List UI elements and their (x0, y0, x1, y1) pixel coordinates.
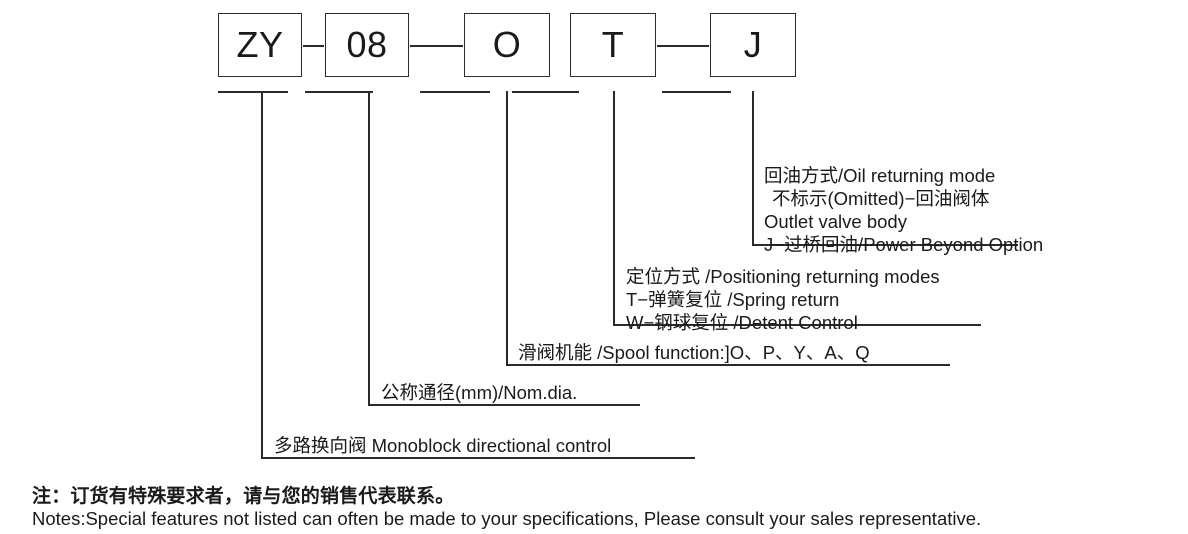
leader-line-series (261, 91, 263, 458)
underline-spool-function (506, 364, 950, 366)
annotation-monoblock-directional-control: 多路换向阀 Monoblock directional control (274, 434, 611, 457)
leader-line-spool-function (506, 91, 508, 365)
tick-bar-nominal-diameter (305, 91, 373, 93)
connector-dash-2 (410, 45, 463, 47)
underline-nominal-diameter (368, 404, 640, 406)
annotation-positioning-line-3: W−钢球复位 /Detent Control (626, 312, 858, 333)
annotation-oil-returning-mode-line-3: Outlet valve body (764, 211, 907, 232)
connector-dash-3 (657, 45, 709, 47)
note-english: Notes:Special features not listed can of… (32, 508, 982, 529)
leader-line-oil-return-mode (752, 91, 754, 245)
annotation-oil-returning-mode-line-1: 回油方式/Oil returning mode (764, 165, 996, 186)
code-box-series: ZY (218, 13, 302, 77)
connector-dash-1 (303, 45, 324, 47)
underline-monoblock (261, 457, 695, 459)
tick-bar-oil-return-mode (662, 91, 731, 93)
annotation-oil-returning-mode: 回油方式/Oil returning mode 不标示(Omitted)−回油阀… (764, 164, 1043, 256)
annotation-spool-function: 滑阀机能 /Spool function:]O、P、Y、A、Q (518, 341, 870, 364)
tick-bar-spool-function (420, 91, 490, 93)
code-box-nominal-diameter: 08 (325, 13, 409, 77)
annotation-nominal-diameter-line-1: 公称通径(mm)/Nom.dia. (381, 382, 578, 403)
annotation-positioning-line-1: 定位方式 /Positioning returning modes (626, 266, 940, 287)
tick-bar-positioning-mode (512, 91, 579, 93)
annotation-monoblock-line-1: 多路换向阀 Monoblock directional control (274, 435, 612, 456)
annotation-positioning-returning-modes: 定位方式 /Positioning returning modes T−弹簧复位… (626, 265, 940, 334)
leader-line-positioning-mode (613, 91, 615, 325)
annotation-oil-returning-mode-line-2: 不标示(Omitted)−回油阀体 (772, 188, 990, 209)
annotation-spool-function-line-1: 滑阀机能 /Spool function:]O、P、Y、A、Q (518, 342, 870, 363)
annotation-oil-returning-mode-line-4: J−过桥回油/Power Beyond Option (764, 234, 1044, 255)
code-box-positioning-mode: T (570, 13, 656, 77)
leader-line-nominal-diameter (368, 91, 370, 405)
note-chinese: 注：订货有特殊要求者，请与您的销售代表联系。 (32, 486, 455, 507)
tick-bar-series (218, 91, 288, 93)
code-box-oil-return-mode: J (710, 13, 796, 77)
underline-positioning-mode (613, 324, 981, 326)
annotation-nominal-diameter: 公称通径(mm)/Nom.dia. (381, 381, 577, 404)
underline-oil-return-mode (752, 244, 1018, 246)
annotation-positioning-line-2: T−弹簧复位 /Spring return (626, 289, 840, 310)
code-box-spool-function: O (464, 13, 550, 77)
